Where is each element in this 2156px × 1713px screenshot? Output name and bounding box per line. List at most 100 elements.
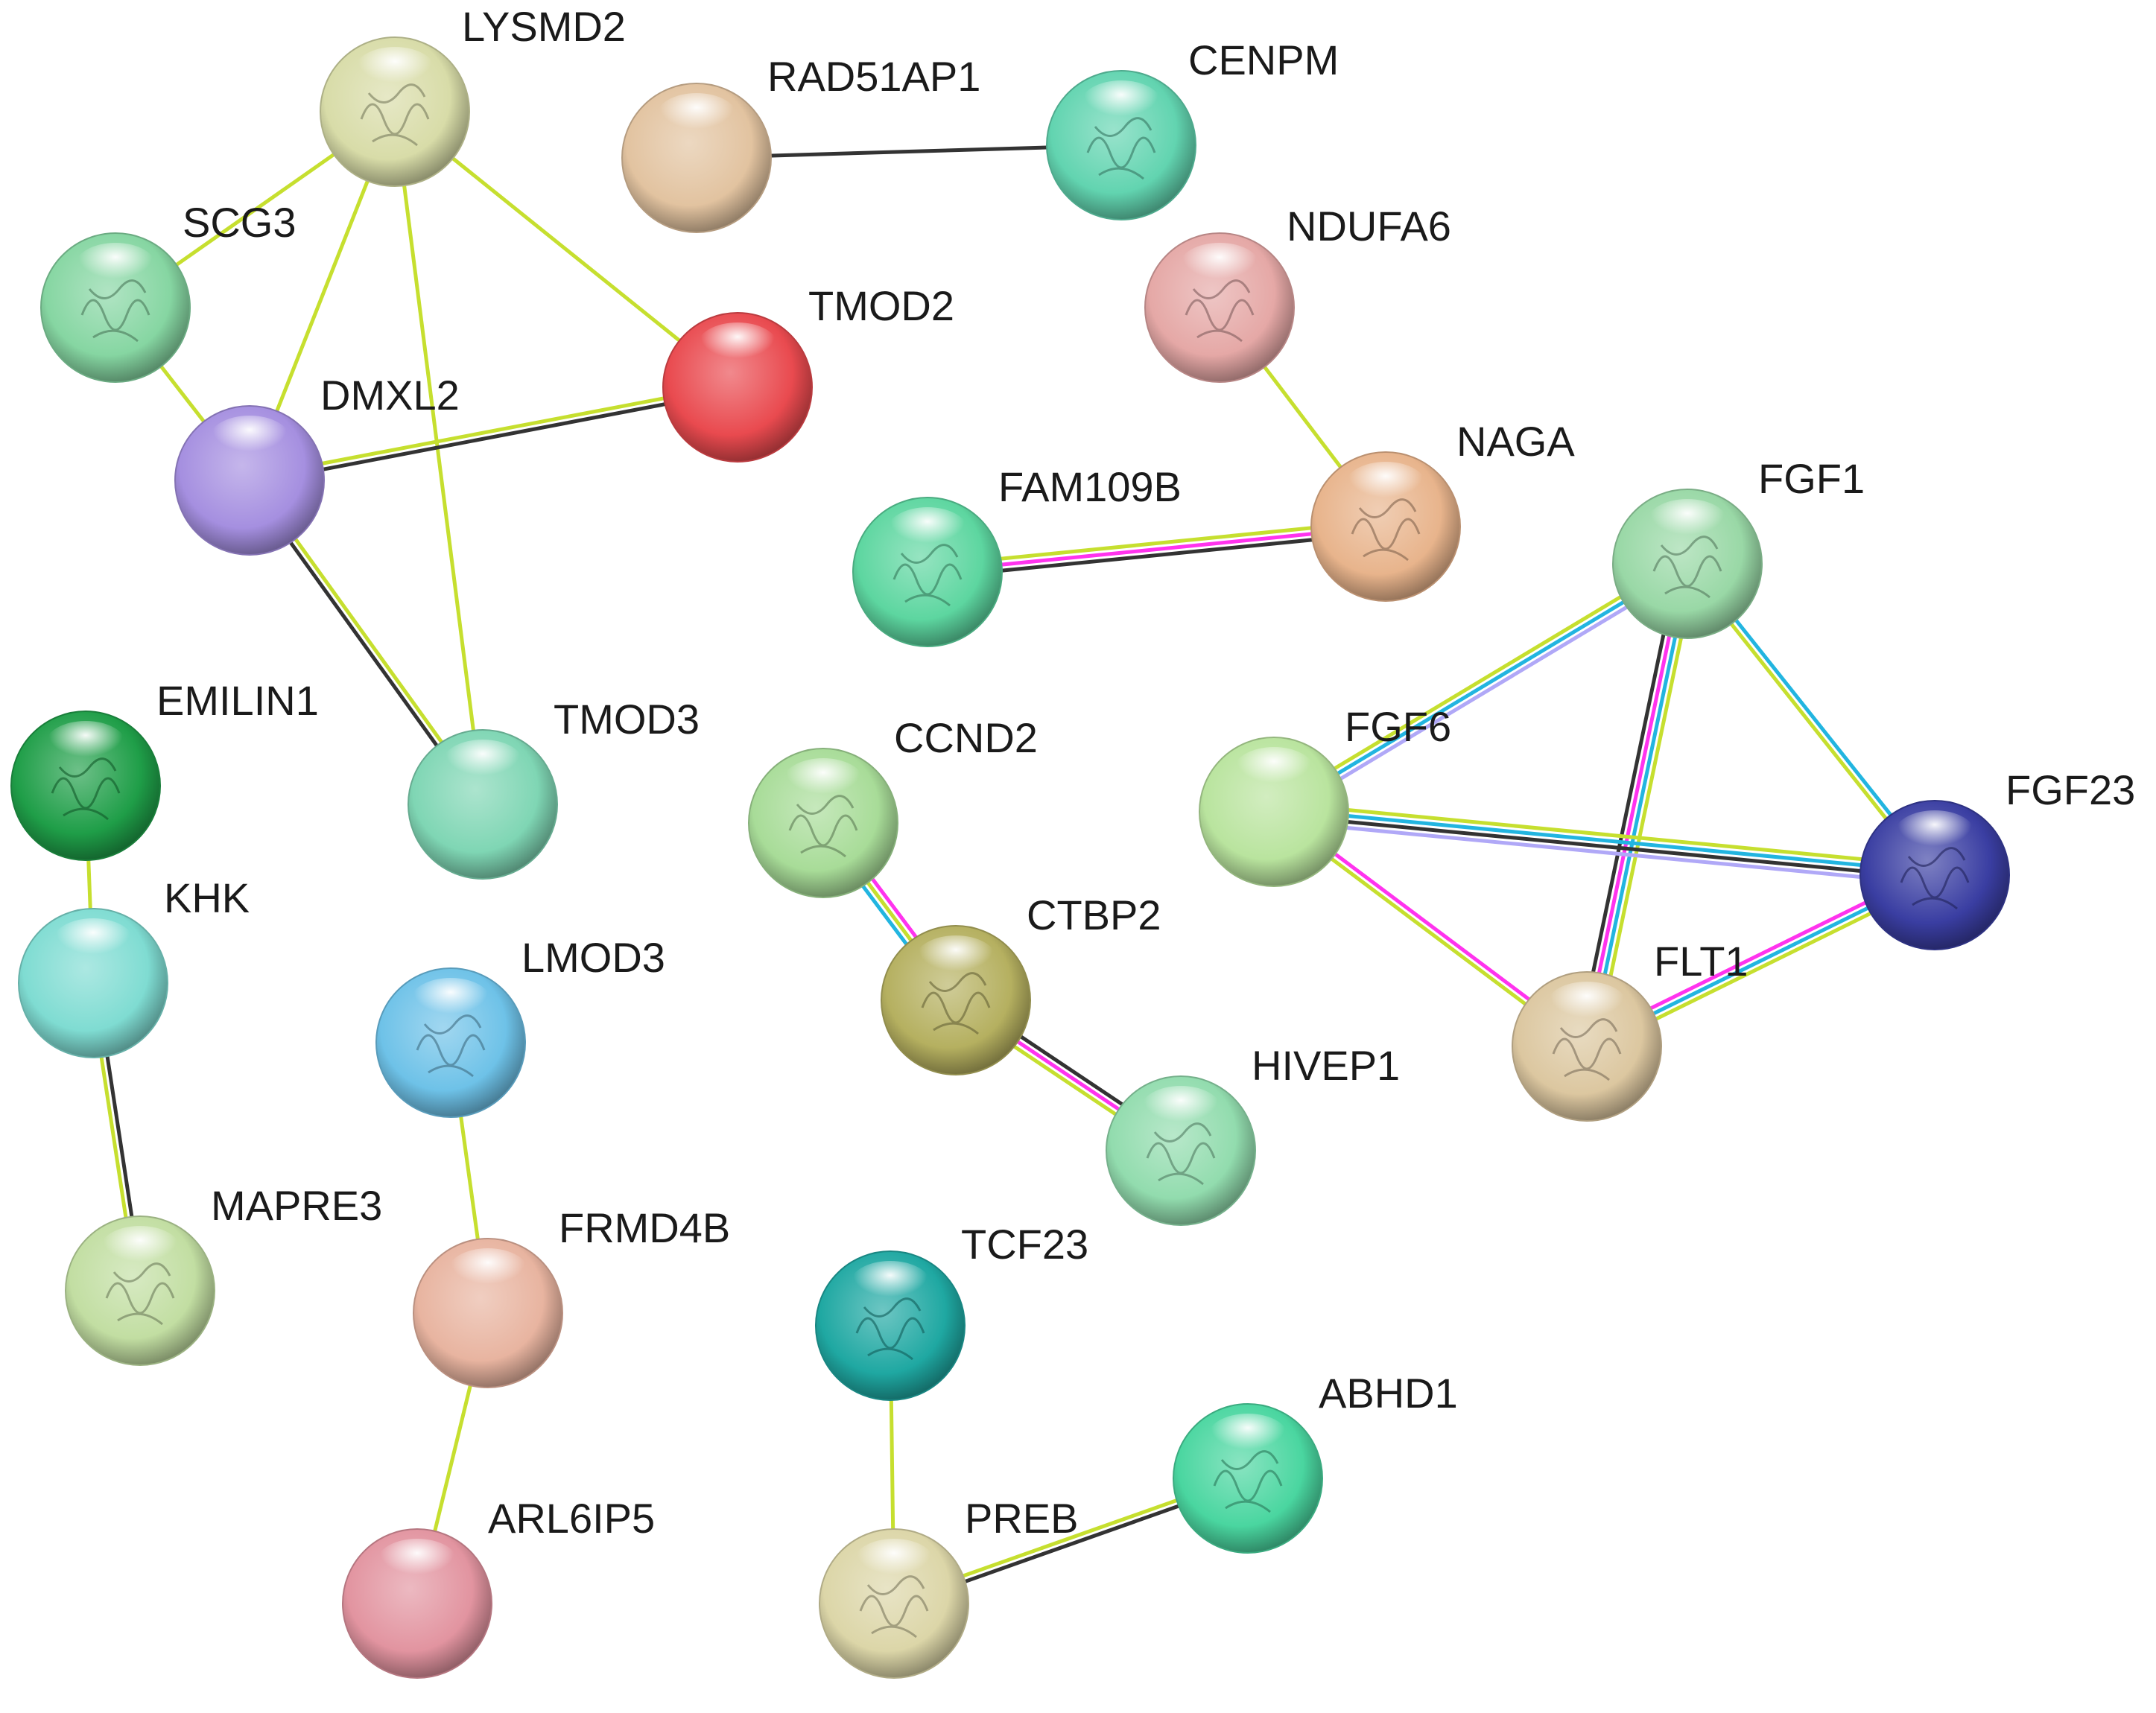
edge-fam109b-naga xyxy=(926,518,1387,580)
node-cenpm[interactable]: CENPM xyxy=(1046,36,1339,220)
node-ctbp2[interactable]: CTBP2 xyxy=(881,892,1161,1075)
node-gloss xyxy=(354,47,436,95)
node-label: HIVEP1 xyxy=(1252,1042,1400,1089)
edge-line-textmining xyxy=(248,382,738,480)
node-label: CCND2 xyxy=(894,714,1038,761)
node-gloss xyxy=(853,1539,935,1586)
node-mapre3[interactable]: MAPRE3 xyxy=(65,1182,382,1366)
edges-layer xyxy=(83,109,1939,1609)
node-label: CENPM xyxy=(1188,36,1339,83)
edge-line-coexpression xyxy=(250,388,739,486)
node-gloss xyxy=(442,740,524,787)
edge-line-homology xyxy=(1275,567,1692,819)
edge-line-database xyxy=(1588,564,1693,1048)
edge-line-database xyxy=(1272,562,1689,814)
node-khk[interactable]: KHK xyxy=(18,874,250,1058)
node-tmod3[interactable]: TMOD3 xyxy=(408,696,700,880)
node-flt1[interactable]: FLT1 xyxy=(1512,938,1748,1122)
node-tcf23[interactable]: TCF23 xyxy=(815,1221,1088,1401)
node-lmod3[interactable]: LMOD3 xyxy=(375,934,665,1118)
node-lysmd2[interactable]: LYSMD2 xyxy=(320,3,626,187)
node-hivep1[interactable]: HIVEP1 xyxy=(1106,1042,1400,1226)
node-gloss xyxy=(209,416,291,463)
node-abhd1[interactable]: ABHD1 xyxy=(1173,1370,1458,1554)
node-gloss xyxy=(1207,1414,1289,1461)
node-label: TMOD3 xyxy=(554,696,700,743)
node-gloss xyxy=(1233,747,1315,795)
edge-line-homology xyxy=(1272,819,1935,886)
node-gloss xyxy=(887,507,968,555)
node-label: ABHD1 xyxy=(1319,1370,1458,1417)
node-label: EMILIN1 xyxy=(156,677,319,724)
node-gloss xyxy=(99,1226,181,1274)
node-preb[interactable]: PREB xyxy=(819,1495,1079,1679)
node-gloss xyxy=(656,93,738,141)
node-gloss xyxy=(1179,243,1261,290)
node-label: LMOD3 xyxy=(521,934,665,981)
node-fgf1[interactable]: FGF1 xyxy=(1612,455,1865,639)
edge-line-textmining xyxy=(1594,565,1699,1049)
node-naga[interactable]: NAGA xyxy=(1310,418,1575,602)
edge-line-experiments xyxy=(927,524,1386,574)
node-gloss xyxy=(915,935,997,983)
node-label: SCG3 xyxy=(183,199,297,246)
node-gloss xyxy=(1080,80,1162,128)
node-label: LYSMD2 xyxy=(462,3,626,50)
node-gloss xyxy=(447,1248,529,1296)
edge-fgf6-fgf23 xyxy=(1272,801,1936,886)
edge-line-database xyxy=(1274,807,1935,874)
node-gloss xyxy=(52,918,134,966)
edge-line-textmining xyxy=(393,111,485,805)
edge-line-textmining xyxy=(926,518,1386,568)
node-gloss xyxy=(1546,982,1628,1029)
node-gloss xyxy=(1646,499,1728,547)
node-label: FGF1 xyxy=(1758,455,1865,502)
node-dmxl2[interactable]: DMXL2 xyxy=(174,372,460,556)
node-label: FLT1 xyxy=(1654,938,1748,985)
node-rad51ap1[interactable]: RAD51AP1 xyxy=(621,53,980,233)
node-fam109b[interactable]: FAM109B xyxy=(852,463,1182,647)
node-label: FGF6 xyxy=(1345,703,1451,750)
node-gloss xyxy=(410,978,492,1026)
edge-line-coexpression xyxy=(1576,562,1681,1046)
node-gloss xyxy=(849,1261,931,1309)
node-label: MAPRE3 xyxy=(211,1182,382,1229)
edge-fgf1-fgf6 xyxy=(1269,556,1692,819)
node-label: TCF23 xyxy=(961,1221,1088,1268)
node-gloss xyxy=(45,721,127,769)
node-arl6ip5[interactable]: ARL6IP5 xyxy=(342,1495,655,1679)
node-label: FGF23 xyxy=(2006,766,2135,813)
node-gloss xyxy=(697,322,779,370)
node-gloss xyxy=(1345,462,1427,509)
node-label: FAM109B xyxy=(998,463,1182,510)
node-label: PREB xyxy=(965,1495,1079,1542)
node-label: ARL6IP5 xyxy=(488,1495,655,1542)
node-tmod2[interactable]: TMOD2 xyxy=(662,282,954,463)
node-ccnd2[interactable]: CCND2 xyxy=(748,714,1038,898)
node-gloss xyxy=(1894,810,1976,858)
node-fgf23[interactable]: FGF23 xyxy=(1859,766,2135,950)
edge-line-textmining xyxy=(1269,556,1686,809)
edge-line-experiments xyxy=(1582,562,1687,1046)
node-ndufa6[interactable]: NDUFA6 xyxy=(1144,203,1451,383)
node-gloss xyxy=(782,758,864,806)
edge-fgf1-flt1 xyxy=(1576,562,1699,1049)
node-label: CTBP2 xyxy=(1027,892,1161,938)
node-label: KHK xyxy=(164,874,250,921)
node-scg3[interactable]: SCG3 xyxy=(40,199,297,383)
edge-lysmd2-tmod3 xyxy=(393,111,485,805)
node-emilin1[interactable]: EMILIN1 xyxy=(10,677,319,861)
node-frmd4b[interactable]: FRMD4B xyxy=(413,1204,730,1388)
node-label: NDUFA6 xyxy=(1287,203,1451,250)
edge-line-coexpression xyxy=(1273,813,1935,880)
node-label: DMXL2 xyxy=(320,372,460,419)
node-fgf6[interactable]: FGF6 xyxy=(1199,703,1451,887)
node-gloss xyxy=(74,243,156,290)
edge-line-coexpression xyxy=(928,530,1387,580)
node-label: FRMD4B xyxy=(559,1204,730,1251)
node-gloss xyxy=(376,1539,458,1586)
node-gloss xyxy=(1140,1086,1222,1134)
node-label: NAGA xyxy=(1456,418,1575,465)
